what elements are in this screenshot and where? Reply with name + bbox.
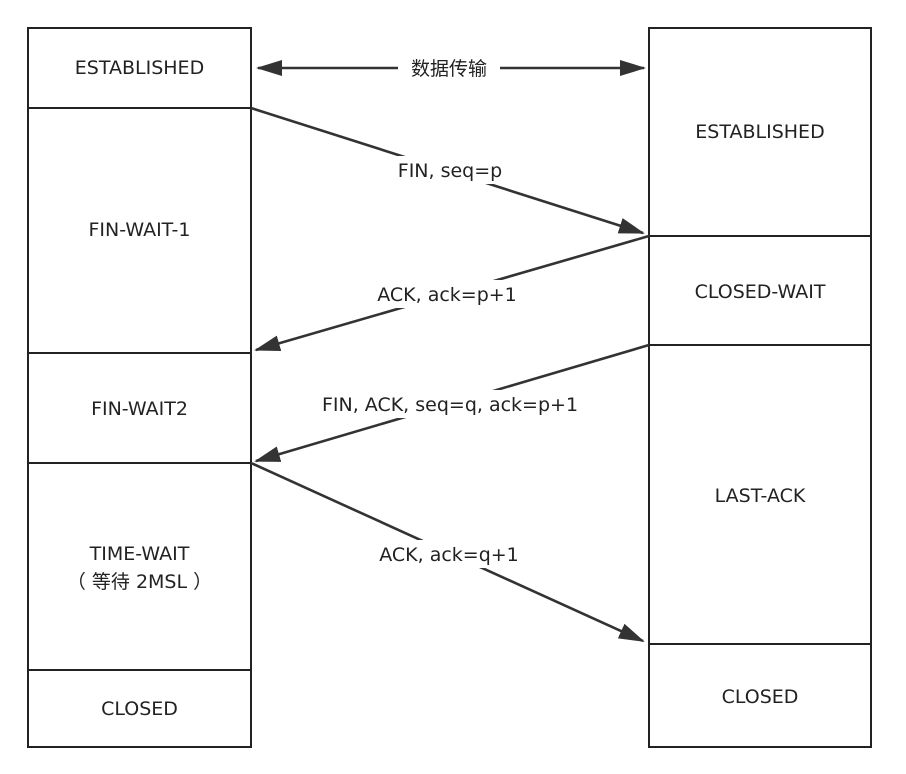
server-state-closed-wait (648, 235, 872, 346)
fin-ack-label: FIN, ACK, seq=q, ack=p+1 (322, 394, 578, 416)
server-state-established (648, 27, 872, 237)
server-state-closed-label: CLOSED (722, 686, 799, 708)
client-state-closed-label: CLOSED (101, 698, 178, 720)
server-column: ESTABLISHED CLOSED-WAIT LAST-ACK CLOSED (648, 27, 872, 748)
data-transfer-label-bg (398, 54, 500, 82)
fin-label: FIN, seq=p (398, 160, 502, 182)
client-state-time-wait (27, 462, 252, 671)
client-state-closed (27, 669, 252, 748)
client-time-wait-note: （ 等待 2MSL ） (67, 571, 212, 593)
fin-ack-label-bg (300, 390, 600, 418)
client-state-time-wait-label: TIME-WAIT (89, 543, 190, 565)
ack1-label: ACK, ack=p+1 (377, 284, 517, 306)
client-state-fin-wait-1-label: FIN-WAIT-1 (89, 219, 191, 241)
server-state-closed-wait-label: CLOSED-WAIT (695, 281, 826, 303)
ack1-label-bg (362, 280, 532, 308)
ack2-label-bg (366, 540, 532, 568)
server-state-last-ack-label: LAST-ACK (715, 485, 806, 507)
client-state-fin-wait2 (27, 352, 252, 464)
server-state-established-label: ESTABLISHED (695, 121, 824, 143)
client-state-fin-wait2-label: FIN-WAIT2 (91, 398, 188, 420)
fin-label-bg (384, 156, 516, 184)
server-state-closed (648, 643, 872, 748)
ack2-label: ACK, ack=q+1 (379, 544, 519, 566)
client-column: ESTABLISHED FIN-WAIT-1 FIN-WAIT2 TIME-WA… (27, 27, 252, 748)
client-state-fin-wait-1 (27, 107, 252, 354)
message-arrows: 数据传输 FIN, seq=p ACK, ack=p+1 FIN, ACK, s… (250, 54, 650, 643)
client-state-established (27, 27, 252, 109)
client-state-established-label: ESTABLISHED (75, 57, 204, 79)
data-transfer-label: 数据传输 (411, 58, 487, 80)
